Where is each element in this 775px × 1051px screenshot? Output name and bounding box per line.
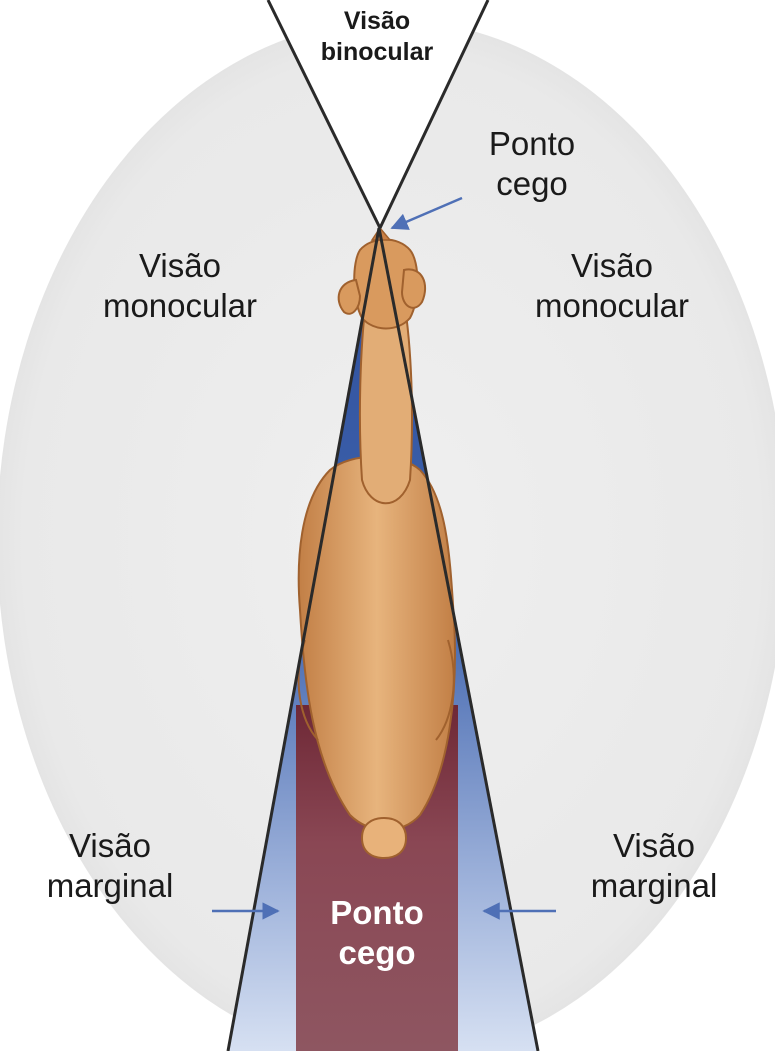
label-blind-spot-front: Ponto cego <box>462 124 602 205</box>
label-monocular-right: Visão monocular <box>512 246 712 327</box>
label-monocular-left: Visão monocular <box>80 246 280 327</box>
label-marginal-right: Visão marginal <box>564 826 744 907</box>
label-binocular-vision: Visão binocular <box>302 6 452 67</box>
horse-neck <box>360 300 412 503</box>
label-blind-spot-rear: Ponto cego <box>296 893 458 974</box>
label-marginal-left: Visão marginal <box>20 826 200 907</box>
horse-tail <box>362 818 406 858</box>
horse-ear-right <box>402 269 425 307</box>
